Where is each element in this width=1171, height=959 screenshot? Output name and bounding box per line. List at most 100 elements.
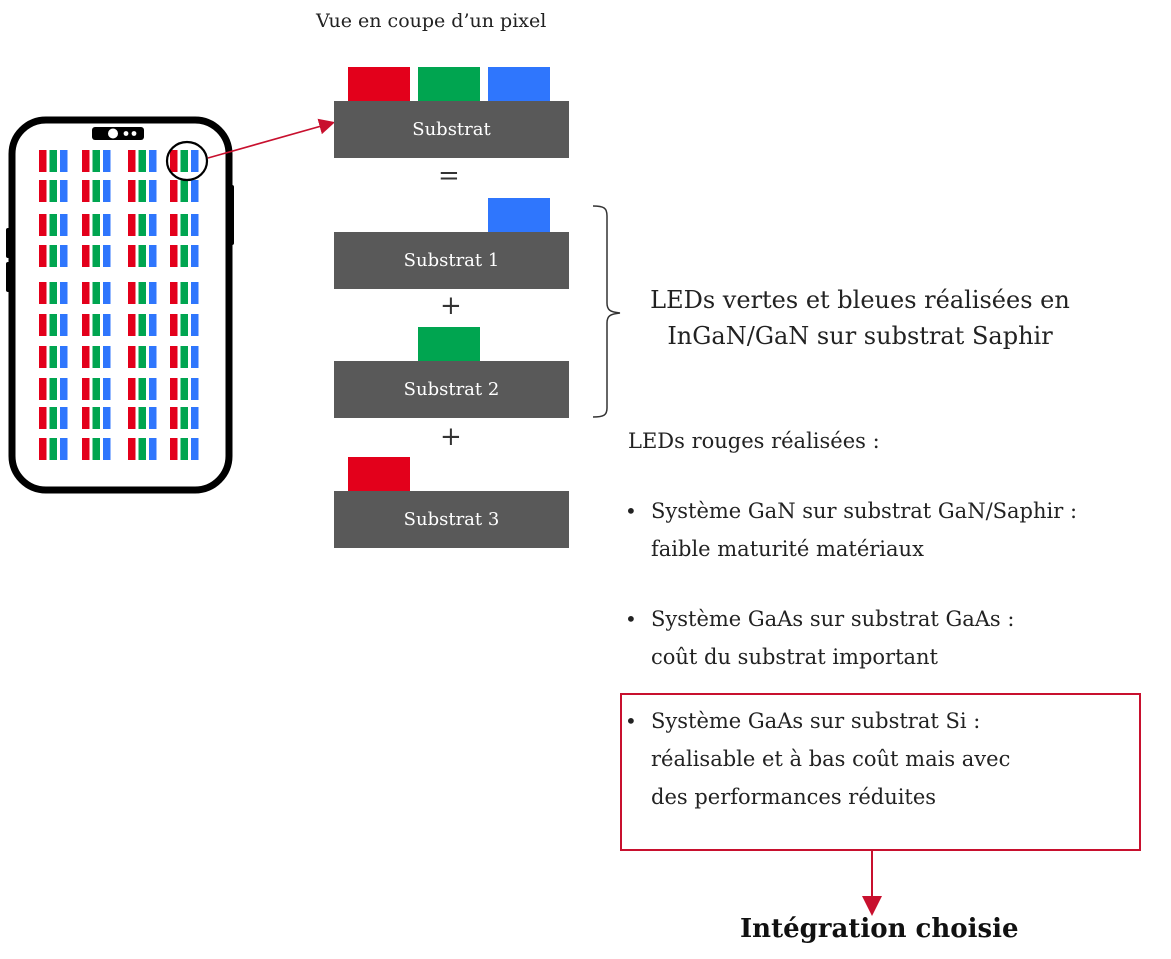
subpixel-red: [39, 438, 47, 460]
green-blue-note-line-2: InGaN/GaN sur substrat Saphir: [667, 322, 1053, 350]
subpixel-red: [128, 282, 136, 304]
subpixel-blue: [60, 180, 68, 202]
subpixel-blue: [191, 407, 199, 429]
subpixel-green: [49, 314, 57, 336]
subpixel-blue: [60, 346, 68, 368]
subpixel-red: [39, 346, 47, 368]
subpixel-green: [180, 245, 188, 267]
subpixel-red: [128, 438, 136, 460]
subpixel-green: [92, 407, 100, 429]
subpixel-blue: [191, 378, 199, 400]
red-led: [348, 67, 410, 101]
substrate-2-label: Substrat 2: [403, 379, 500, 400]
plus-sign-1: +: [440, 291, 462, 321]
subpixel-blue: [191, 314, 199, 336]
subpixel-green: [92, 150, 100, 172]
phone-pixel-grid: [39, 150, 199, 460]
green-blue-note-line-1: LEDs vertes et bleues réalisées en: [650, 286, 1070, 314]
subpixel-blue: [60, 214, 68, 236]
subpixel-blue: [191, 346, 199, 368]
bullet-item-3: • Système GaAs sur substrat Si : réalisa…: [625, 702, 1010, 816]
subpixel-blue: [149, 314, 157, 336]
subpixel-blue: [191, 282, 199, 304]
subpixel-green: [138, 282, 146, 304]
bullet-item-3-line-1: Système GaAs sur substrat Si :: [651, 709, 981, 733]
subpixel-red: [39, 245, 47, 267]
phone-sensor-icon: [123, 131, 129, 136]
conclusion-label: Intégration choisie: [740, 914, 1019, 944]
subpixel-blue: [103, 346, 111, 368]
subpixel-green: [92, 245, 100, 267]
phone-illustration: [0, 100, 240, 500]
subpixel-green: [180, 150, 188, 172]
subpixel-red: [82, 346, 90, 368]
subpixel-red: [128, 180, 136, 202]
subpixel-green: [92, 282, 100, 304]
subpixel-red: [39, 407, 47, 429]
subpixel-green: [49, 150, 57, 172]
bullet-item-3-line-3: des performances réduites: [651, 785, 937, 809]
subpixel-red: [128, 245, 136, 267]
green-led-substrate-2: [418, 327, 480, 361]
subpixel-red: [39, 282, 47, 304]
subpixel-blue: [191, 438, 199, 460]
subpixel-red: [82, 180, 90, 202]
subpixel-green: [138, 245, 146, 267]
subpixel-blue: [60, 378, 68, 400]
bullet-dot: •: [625, 709, 637, 733]
green-blue-note: LEDs vertes et bleues réalisées en InGaN…: [620, 282, 1100, 354]
subpixel-blue: [149, 150, 157, 172]
subpixel-red: [39, 378, 47, 400]
substrate-combined-label: Substrat: [412, 119, 491, 140]
subpixel-green: [92, 314, 100, 336]
subpixel-red: [128, 407, 136, 429]
subpixel-green: [92, 346, 100, 368]
subpixel-green: [180, 438, 188, 460]
blue-led-substrate-1: [488, 198, 550, 232]
subpixel-blue: [103, 438, 111, 460]
subpixel-blue: [149, 180, 157, 202]
subpixel-green: [138, 314, 146, 336]
subpixel-green: [49, 346, 57, 368]
subpixel-red: [170, 378, 178, 400]
subpixel-green: [49, 407, 57, 429]
subpixel-green: [138, 346, 146, 368]
subpixel-green: [92, 214, 100, 236]
subpixel-blue: [60, 314, 68, 336]
bullet-item-3-line-2: réalisable et à bas coût mais avec: [651, 747, 1011, 771]
subpixel-red: [82, 438, 90, 460]
subpixel-green: [49, 282, 57, 304]
subpixel-blue: [149, 245, 157, 267]
subpixel-red: [128, 214, 136, 236]
subpixel-red: [82, 282, 90, 304]
subpixel-blue: [103, 407, 111, 429]
red-leds-title: LEDs rouges réalisées :: [628, 429, 880, 453]
subpixel-red: [39, 150, 47, 172]
subpixel-blue: [103, 378, 111, 400]
subpixel-red: [39, 314, 47, 336]
equals-sign: =: [438, 161, 460, 191]
curly-brace: [592, 205, 621, 418]
subpixel-blue: [60, 150, 68, 172]
subpixel-red: [39, 180, 47, 202]
subpixel-green: [49, 214, 57, 236]
subpixel-green: [92, 438, 100, 460]
subpixel-blue: [60, 407, 68, 429]
bullet-item-1: • Système GaN sur substrat GaN/Saphir : …: [625, 492, 1077, 568]
subpixel-red: [128, 150, 136, 172]
subpixel-red: [170, 150, 178, 172]
substrate-1-label: Substrat 1: [403, 250, 500, 271]
subpixel-red: [170, 407, 178, 429]
subpixel-red: [128, 314, 136, 336]
bullet-item-1-line-1: Système GaN sur substrat GaN/Saphir :: [651, 499, 1078, 523]
bullet-item-2: • Système GaAs sur substrat GaAs : coût …: [625, 600, 1014, 676]
pixel-highlight-circle: [165, 140, 209, 182]
subpixel-green: [138, 214, 146, 236]
subpixel-green: [49, 180, 57, 202]
subpixel-green: [49, 245, 57, 267]
subpixel-blue: [103, 180, 111, 202]
subpixel-blue: [103, 150, 111, 172]
subpixel-red: [128, 346, 136, 368]
subpixel-blue: [149, 378, 157, 400]
subpixel-red: [170, 438, 178, 460]
